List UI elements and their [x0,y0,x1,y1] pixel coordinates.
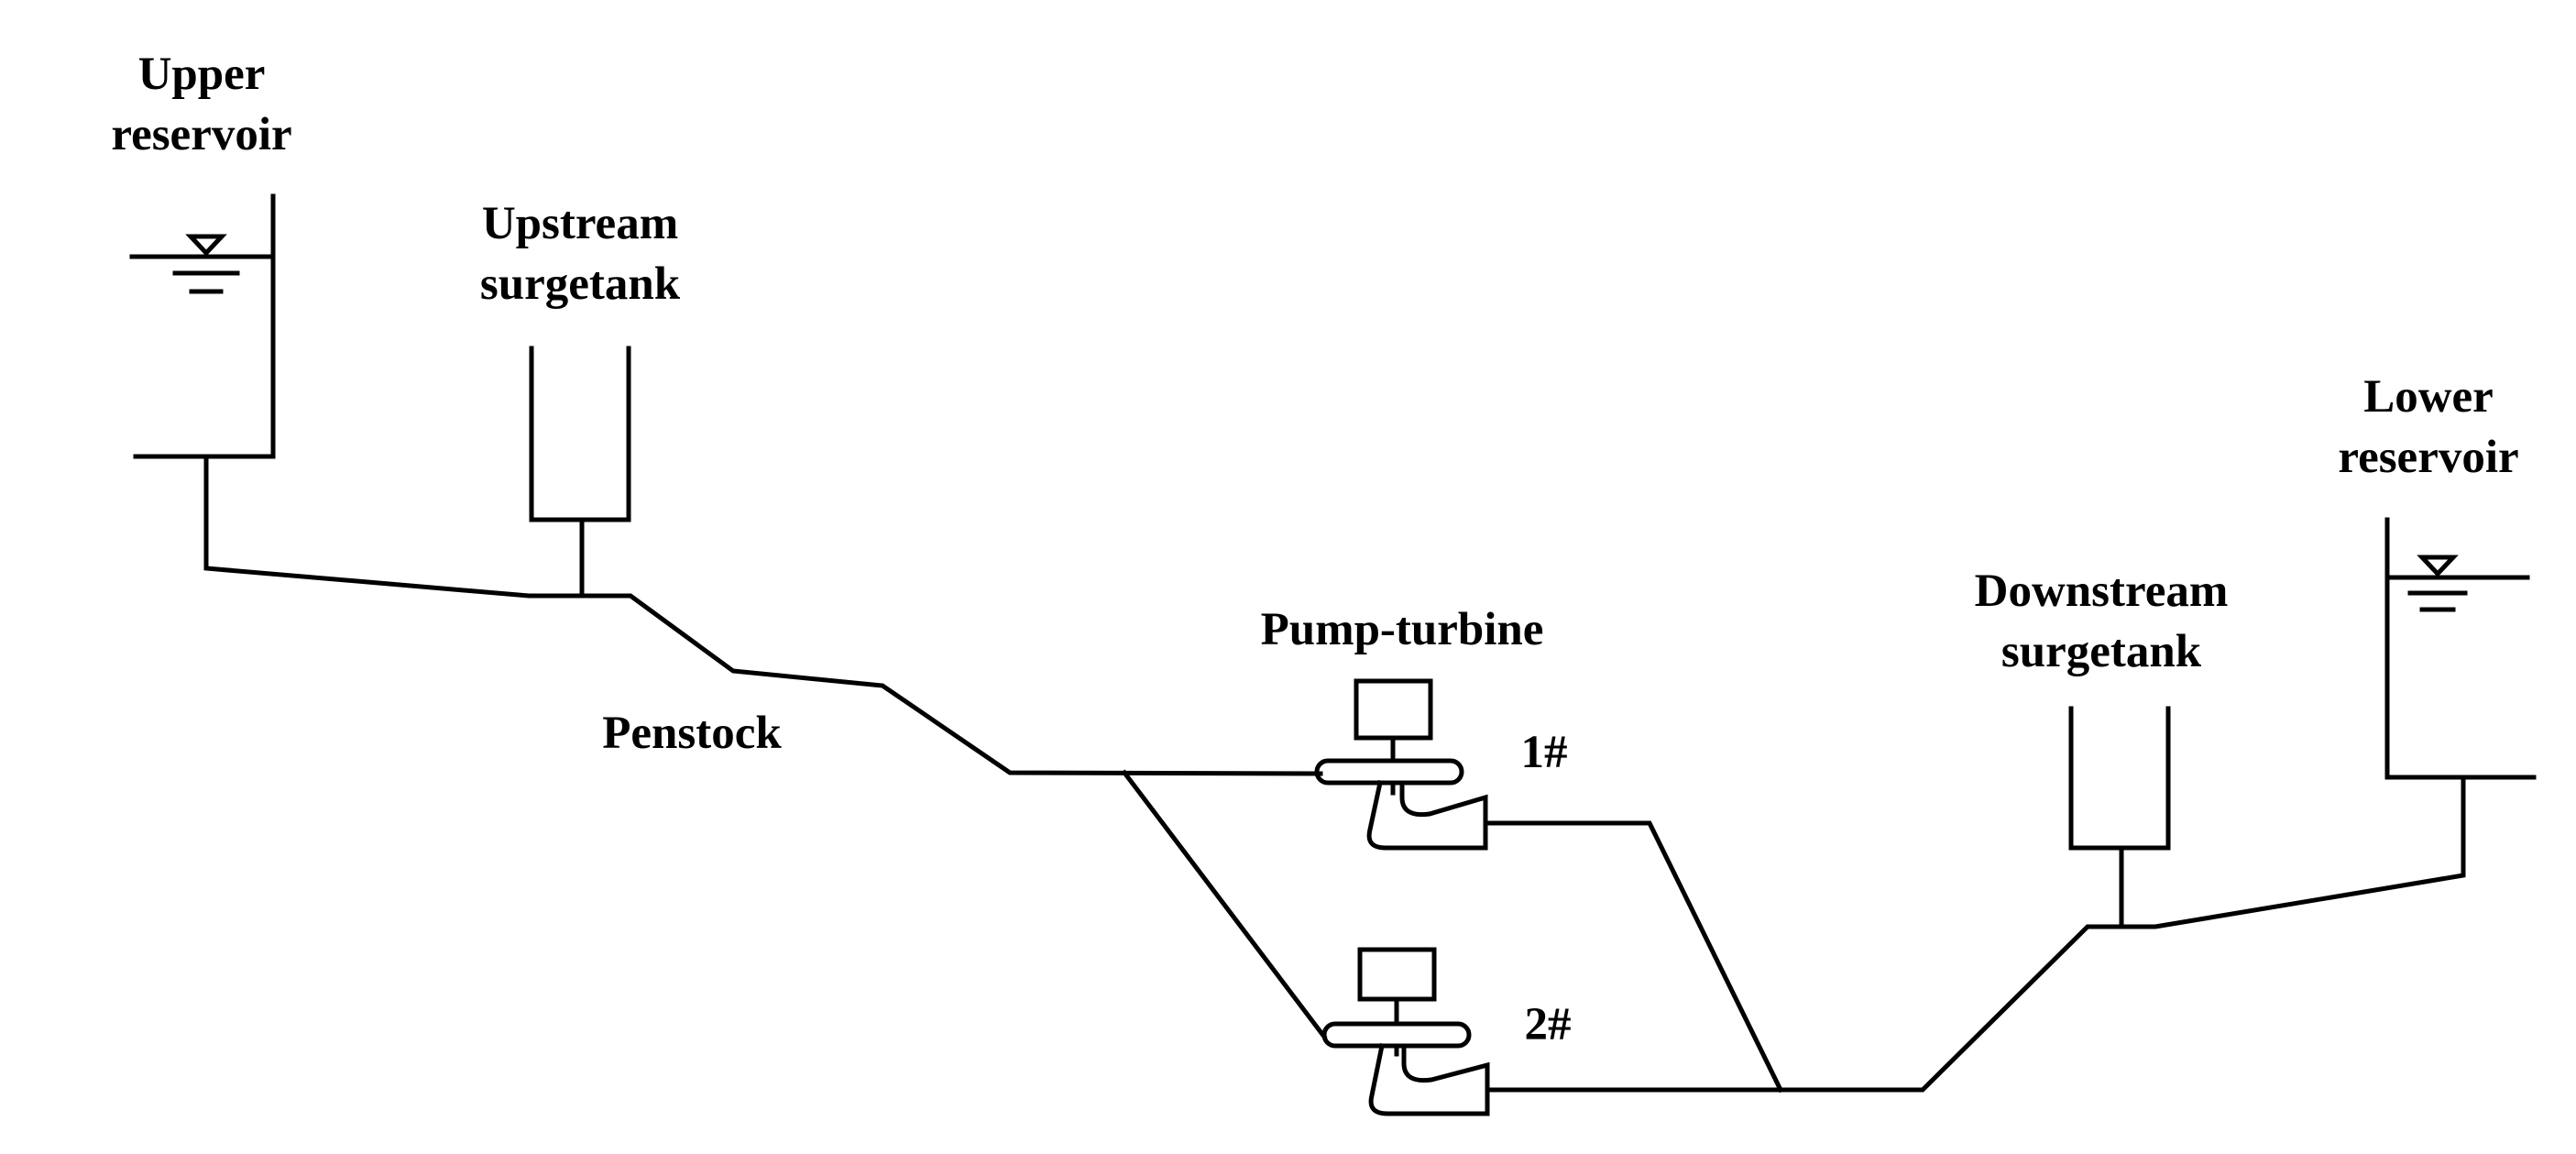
label-lower-reservoir: Lower reservoir [2338,371,2519,483]
label-pump-turbine: Pump-turbine [1260,604,1544,655]
label-upper-reservoir: Upper reservoir [111,49,292,160]
penstock-branch-2 [1121,769,1328,1040]
generator-1 [1354,678,1433,741]
generator-2 [1357,947,1437,1002]
penstock-line [203,454,1323,776]
water-level-icon [185,234,227,257]
tailrace-1 [1483,820,1784,1094]
label-unit-1: 1# [1520,727,1568,778]
water-level-icon [2417,555,2459,577]
downstream-surgetank [2068,706,2171,929]
pump-turbine-2 [1321,947,1490,1116]
draft-tube-1 [1366,780,1488,851]
label-downstream-surgetank: Downstream surgetank [1974,566,2229,677]
label-unit-2: 2# [1524,999,1572,1050]
runner-2 [1321,1021,1472,1049]
runner-1 [1314,758,1464,786]
lower-reservoir [2384,517,2537,780]
pump-turbine-1 [1314,678,1488,851]
draft-tube-2 [1368,1043,1490,1116]
upstream-surgetank [529,346,631,599]
label-penstock: Penstock [602,708,782,759]
label-upstream-surgetank: Upstream surgetank [479,198,681,310]
upper-reservoir [129,193,276,459]
